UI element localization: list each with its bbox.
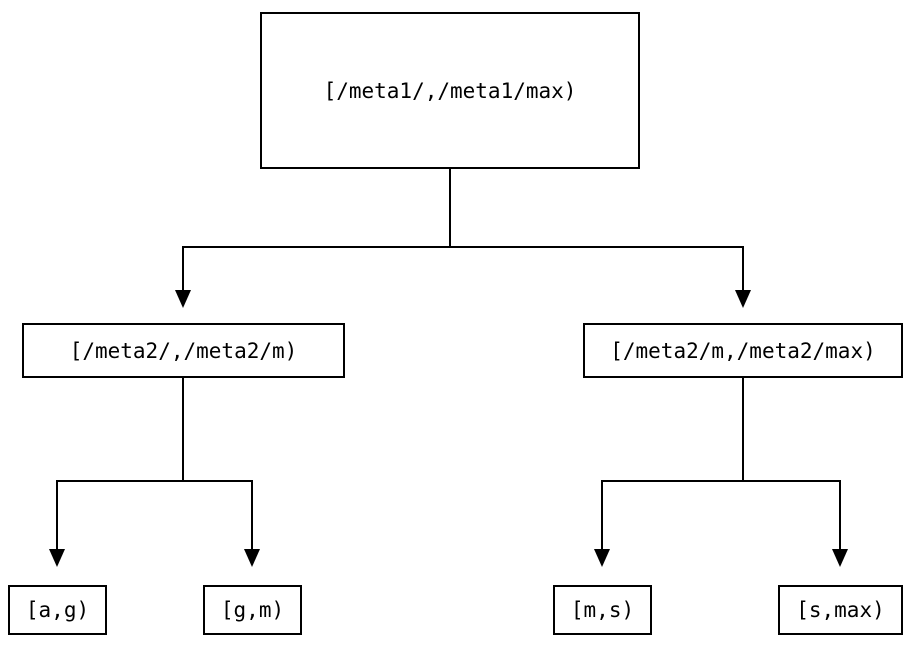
arrowhead-down-icon xyxy=(49,549,65,567)
edge-meta2-left-stem-line xyxy=(182,378,184,482)
node-leaf-ag-label: [a,g) xyxy=(25,598,90,622)
node-leaf-smax-label: [s,max) xyxy=(796,598,885,622)
edge-to-leaf-smax-line xyxy=(839,480,841,550)
edge-to-meta2-right-line xyxy=(742,246,744,292)
edge-to-leaf-ag-line xyxy=(56,480,58,550)
edge-to-leaf-gm-line xyxy=(251,480,253,550)
arrowhead-down-icon xyxy=(175,290,191,308)
node-root-label: [/meta1/,/meta1/max) xyxy=(323,78,577,103)
edge-left-split-line xyxy=(56,480,253,482)
arrowhead-down-icon xyxy=(594,549,610,567)
node-leaf-smax: [s,max) xyxy=(778,585,903,635)
node-meta2-left-label: [/meta2/,/meta2/m) xyxy=(69,338,298,363)
node-leaf-gm-label: [g,m) xyxy=(220,598,285,622)
arrowhead-down-icon xyxy=(244,549,260,567)
edge-right-split-line xyxy=(601,480,841,482)
edge-root-stem-line xyxy=(449,169,451,247)
arrowhead-down-icon xyxy=(832,549,848,567)
node-leaf-ms: [m,s) xyxy=(553,585,652,635)
edge-to-leaf-ms-line xyxy=(601,480,603,550)
node-meta2-right: [/meta2/m,/meta2/max) xyxy=(583,323,903,378)
edge-level1-split-line xyxy=(182,246,744,248)
node-leaf-ag: [a,g) xyxy=(8,585,107,635)
node-root: [/meta1/,/meta1/max) xyxy=(260,12,640,169)
node-leaf-ms-label: [m,s) xyxy=(570,598,635,622)
edge-meta2-right-stem-line xyxy=(742,378,744,482)
node-leaf-gm: [g,m) xyxy=(203,585,302,635)
edge-to-meta2-left-line xyxy=(182,246,184,292)
node-meta2-left: [/meta2/,/meta2/m) xyxy=(22,323,345,378)
node-meta2-right-label: [/meta2/m,/meta2/max) xyxy=(610,338,876,363)
arrowhead-down-icon xyxy=(735,290,751,308)
